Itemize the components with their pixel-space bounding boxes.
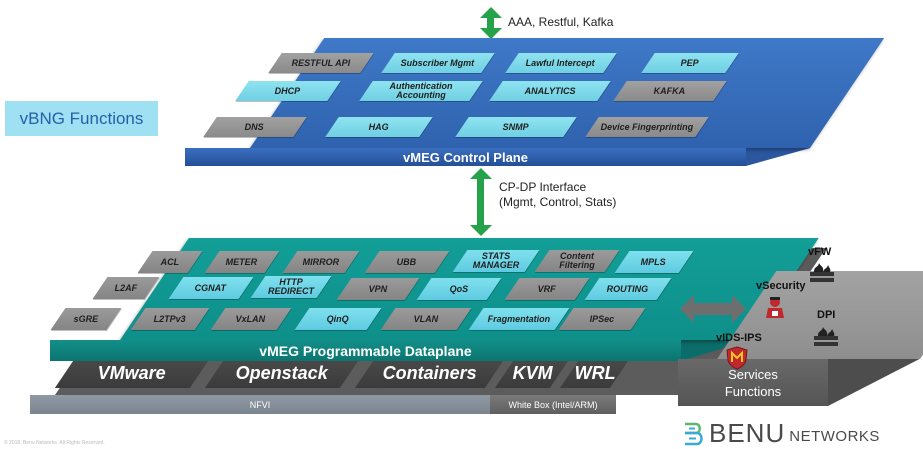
control-plane-tile-label: Lawful Intercept xyxy=(526,57,596,68)
control-plane-tile: SNMP xyxy=(455,117,577,137)
control-plane-tile: RESTFUL API xyxy=(268,53,374,73)
control-plane-tile-label: Subscriber Mgmt xyxy=(401,57,475,68)
dataplane-tile-label: CGNAT xyxy=(195,282,227,293)
environment-label: Openstack xyxy=(236,362,329,383)
security-agent-icon xyxy=(766,297,784,318)
control-plane-tile: DNS xyxy=(203,117,307,137)
control-plane-tile: KAFKA xyxy=(613,81,727,101)
dataplane-tile-label: Content Filtering xyxy=(559,251,595,270)
dataplane-tile-label: VxLAN xyxy=(236,313,266,324)
logo-wordmark: BENU xyxy=(709,418,786,448)
firewall-icon xyxy=(810,263,834,282)
dataplane-tile: sGRE xyxy=(50,308,122,330)
dataplane-tile: QoS xyxy=(416,278,502,300)
control-plane-tile-label: SNMP xyxy=(502,121,529,132)
environment-label: KVM xyxy=(512,362,553,383)
control-plane-tile-label: HAG xyxy=(369,121,389,132)
dataplane-tile: IPSec xyxy=(558,308,646,330)
top-interface-arrow xyxy=(480,7,502,39)
dataplane-tile: UBB xyxy=(364,251,450,273)
environment-block: Containers xyxy=(354,358,506,388)
whitebox-label: White Box (Intel/ARM) xyxy=(490,395,616,414)
environment-block: Openstack xyxy=(204,358,361,388)
services-title-line1: Services xyxy=(728,366,778,382)
dataplane-title: vMEG Programmable Dataplane xyxy=(50,340,681,361)
dataplane-tile: Content Filtering xyxy=(534,250,620,272)
shield-icon xyxy=(726,346,748,370)
control-plane-title: vMEG Control Plane xyxy=(185,148,746,166)
dataplane-tile-label: VLAN xyxy=(413,313,439,324)
bidirectional-gray-arrow xyxy=(680,295,746,323)
cpdp-interface-arrow xyxy=(470,168,492,236)
dataplane-tile: VRF xyxy=(504,278,590,300)
vsecurity-label: vSecurity xyxy=(756,280,806,292)
control-plane-tile-label: RESTFUL API xyxy=(291,57,351,68)
firewall-icon xyxy=(814,327,838,346)
logo-networks: NETWORKS xyxy=(789,428,880,445)
vfw-label: vFW xyxy=(808,246,832,258)
benu-logo: BENU NETWORKS xyxy=(683,418,880,449)
control-plane-tile: PEP xyxy=(641,53,739,73)
dataplane-tile-label: L2TPv3 xyxy=(153,313,186,324)
environment-label: WRL xyxy=(574,362,616,383)
control-plane-tile: Device Fingerprinting xyxy=(585,117,709,137)
dataplane-tile-label: QoS xyxy=(449,283,469,294)
top-interface-label: AAA, Restful, Kafka xyxy=(508,15,614,29)
dataplane-tile-label: L2AF xyxy=(114,282,138,293)
copyright-text: © 2018. Benu Networks. All Rights Reserv… xyxy=(4,440,105,446)
dataplane-tile: Fragmentation xyxy=(468,308,570,330)
control-plane-tile: Subscriber Mgmt xyxy=(381,53,495,73)
environment-label: Containers xyxy=(382,362,478,383)
dataplane-tile: QinQ xyxy=(294,308,382,330)
dataplane-tile-label: MPLS xyxy=(641,256,667,267)
cpdp-interface-label: CP-DP Interface (Mgmt, Control, Stats) xyxy=(499,180,616,210)
control-plane-tile-label: Authentication Accounting xyxy=(389,81,453,100)
control-plane-tile: Authentication Accounting xyxy=(359,81,483,101)
dataplane-tile-label: METER xyxy=(226,256,258,267)
dataplane-tile-label: VRF xyxy=(538,283,556,294)
control-plane-tile: Lawful Intercept xyxy=(505,53,617,73)
dataplane-tile-label: MIRROR xyxy=(302,256,340,267)
dataplane-tile-label: sGRE xyxy=(73,313,99,324)
nfvi-label: NFVI xyxy=(30,395,490,414)
dataplane-tile-label: ACL xyxy=(160,256,180,267)
control-plane-tile-label: DNS xyxy=(245,121,265,132)
dataplane-tile-label: STATS MANAGER xyxy=(472,251,520,270)
control-plane-tile-label: ANALYTICS xyxy=(524,85,576,96)
dataplane-tile: HTTP REDIRECT xyxy=(250,276,332,298)
services-title-line2: Functions xyxy=(724,383,782,399)
cpdp-interface-line2: (Mgmt, Control, Stats) xyxy=(499,195,617,209)
services-title: Services Functions xyxy=(678,359,828,406)
control-plane-tile-label: Device Fingerprinting xyxy=(600,121,694,132)
dataplane-tile-label: UBB xyxy=(397,256,417,267)
dataplane-tile-label: ROUTING xyxy=(607,283,649,294)
control-plane-tile-label: DHCP xyxy=(275,85,301,96)
dataplane-tile: ROUTING xyxy=(584,278,672,300)
dataplane-tile: CGNAT xyxy=(168,277,254,299)
cpdp-interface-line1: CP-DP Interface xyxy=(499,180,587,194)
dataplane-tile-label: QinQ xyxy=(327,313,349,324)
control-plane-tile-label: KAFKA xyxy=(654,85,686,96)
environment-block: VMware xyxy=(54,358,211,388)
vbng-functions-label: vBNG Functions xyxy=(5,101,158,136)
control-plane-tile-label: PEP xyxy=(680,57,699,68)
environment-label: VMware xyxy=(98,362,167,383)
dataplane-tile-label: VPN xyxy=(368,283,388,294)
control-plane-tile: DHCP xyxy=(235,81,341,101)
dataplane-tile-label: HTTP REDIRECT xyxy=(267,277,314,296)
benu-logo-mark-icon xyxy=(685,422,703,445)
dataplane-tile-label: Fragmentation xyxy=(487,313,551,324)
control-plane-tile: ANALYTICS xyxy=(489,81,611,101)
dataplane-tile: STATS MANAGER xyxy=(452,250,540,272)
dpi-label: DPI xyxy=(817,309,836,321)
control-plane-tile: HAG xyxy=(325,117,433,137)
vids-ips-label: vIDS-IPS xyxy=(716,332,762,344)
dataplane-tile-label: IPSec xyxy=(589,313,615,324)
dataplane-tile: VLAN xyxy=(380,308,472,330)
